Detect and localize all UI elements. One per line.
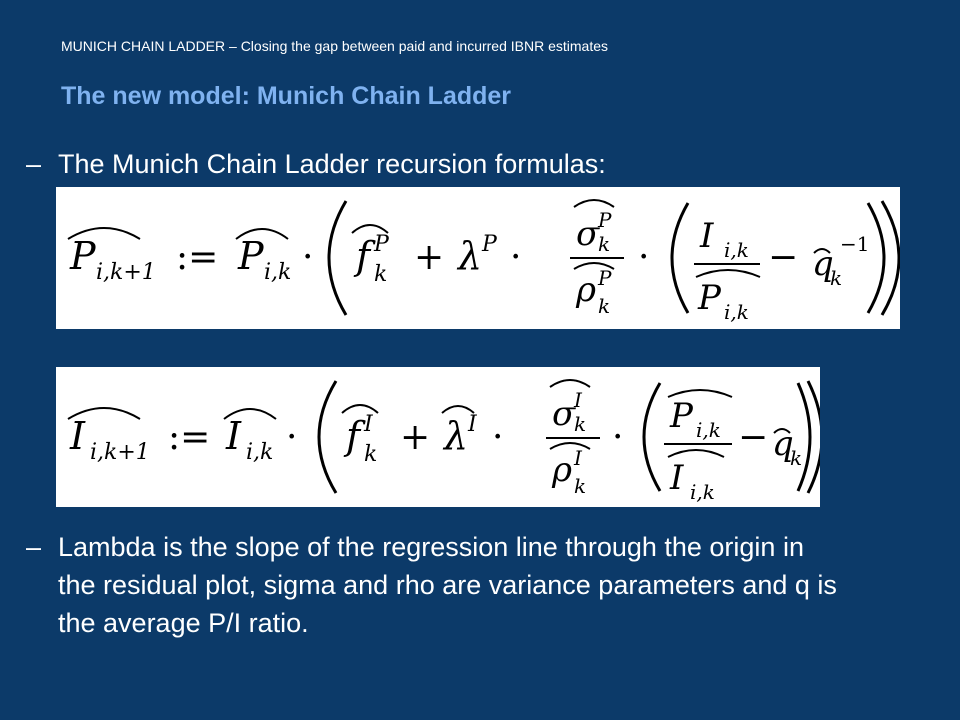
rho-superscript: P (597, 266, 612, 290)
hat-mark (67, 407, 141, 420)
lambda-symbol: λ (456, 234, 482, 278)
q-subscript: k (830, 266, 842, 290)
outer-left-paren (327, 200, 348, 316)
assign-operator: := (176, 237, 218, 278)
sigma-superscript: P (597, 208, 612, 232)
f-superscript: I (363, 412, 374, 437)
ratio-denominator-subscript: i,k (724, 300, 749, 324)
bullet-dash: – (26, 149, 42, 179)
paid-formula-svg: P i,k+1 := P i,k · f P k + λ P · σ P k (67, 199, 900, 324)
lhs-subscript: i,k+1 (96, 260, 156, 285)
minus-operator: − (738, 417, 768, 458)
hat-mark (351, 224, 389, 234)
ratio-denominator-subscript: i,k (690, 480, 715, 504)
rho-subscript: k (598, 294, 610, 318)
rhs-subscript: i,k (246, 440, 273, 465)
bullet-parameter-explanation: – Lambda is the slope of the regression … (26, 528, 846, 642)
dot-operator: · (510, 237, 521, 278)
minus-operator: − (768, 237, 798, 278)
hat-mark (573, 262, 615, 270)
f-subscript: k (364, 442, 377, 467)
sigma-subscript: k (598, 232, 610, 256)
lambda-superscript: P (481, 232, 498, 257)
sigma-superscript: I (573, 388, 583, 412)
hat-mark (813, 248, 831, 254)
plus-operator: + (414, 237, 444, 278)
ratio-numerator-subscript: i,k (696, 418, 721, 442)
rho-symbol: ρ (575, 270, 596, 310)
dot-operator: · (492, 417, 503, 458)
dot-operator: · (612, 417, 623, 458)
rhs-symbol: I (225, 414, 242, 458)
hat-mark (667, 449, 725, 458)
hat-mark (441, 405, 475, 414)
ratio-numerator-symbol: P (669, 396, 694, 436)
outer-left-paren (317, 380, 338, 494)
hat-mark (573, 199, 615, 208)
inner-right-paren (866, 202, 886, 314)
rho-superscript: I (573, 446, 583, 470)
bullet-text: The Munich Chain Ladder recursion formul… (58, 149, 606, 179)
incurred-formula-svg: I i,k+1 := I i,k · f I k + λ I · σ I k ρ (67, 379, 820, 504)
f-subscript: k (374, 262, 387, 287)
rhs-subscript: i,k (264, 260, 291, 285)
lambda-symbol: λ (442, 414, 468, 458)
f-symbol: f (353, 234, 376, 278)
inner-right-paren (796, 382, 812, 492)
lambda-superscript: I (467, 412, 478, 437)
q-exponent: −1 (840, 232, 869, 256)
hat-mark (341, 404, 379, 414)
q-symbol: q (772, 424, 794, 464)
f-superscript: P (373, 232, 390, 257)
hat-mark (549, 442, 591, 450)
f-symbol: f (343, 414, 366, 458)
lhs-symbol: I (69, 414, 86, 458)
lhs-symbol: P (69, 234, 97, 278)
ratio-denominator-symbol: P (697, 278, 722, 318)
q-symbol: q (812, 244, 834, 284)
assign-operator: := (168, 417, 210, 458)
dot-operator: · (286, 417, 297, 458)
rho-symbol: ρ (551, 450, 572, 490)
bullet-dash: – (26, 532, 42, 562)
hat-mark (223, 408, 277, 420)
sigma-symbol: σ (576, 214, 600, 254)
slide-header-caption: MUNICH CHAIN LADDER – Closing the gap be… (61, 38, 609, 54)
bullet-recursion-intro: – The Munich Chain Ladder recursion form… (26, 145, 926, 183)
paid-recursion-formula: P i,k+1 := P i,k · f P k + λ P · σ P k (56, 187, 900, 329)
slide-title: The new model: Munich Chain Ladder (61, 82, 512, 110)
sigma-subscript: k (574, 412, 586, 436)
rhs-symbol: P (237, 234, 265, 278)
lhs-subscript: i,k+1 (90, 440, 150, 465)
hat-mark (235, 228, 289, 240)
outer-right-paren (806, 380, 820, 494)
hat-mark (773, 428, 791, 434)
ratio-numerator-subscript: i,k (724, 238, 749, 262)
rho-subscript: k (574, 474, 586, 498)
plus-operator: + (400, 417, 430, 458)
hat-mark (67, 227, 141, 240)
ratio-denominator-symbol: I (669, 458, 684, 498)
dot-operator: · (638, 237, 649, 278)
inner-left-paren (642, 382, 662, 492)
q-subscript: k (790, 446, 802, 470)
bullet-text: Lambda is the slope of the regression li… (58, 532, 837, 638)
inner-left-paren (670, 202, 690, 314)
hat-mark (695, 269, 761, 278)
outer-right-paren (880, 200, 900, 316)
hat-mark (667, 389, 733, 398)
sigma-symbol: σ (552, 394, 576, 434)
hat-mark (549, 379, 591, 388)
dot-operator: · (302, 237, 313, 278)
ratio-numerator-symbol: I (699, 216, 714, 256)
incurred-recursion-formula: I i,k+1 := I i,k · f I k + λ I · σ I k ρ (56, 367, 820, 507)
